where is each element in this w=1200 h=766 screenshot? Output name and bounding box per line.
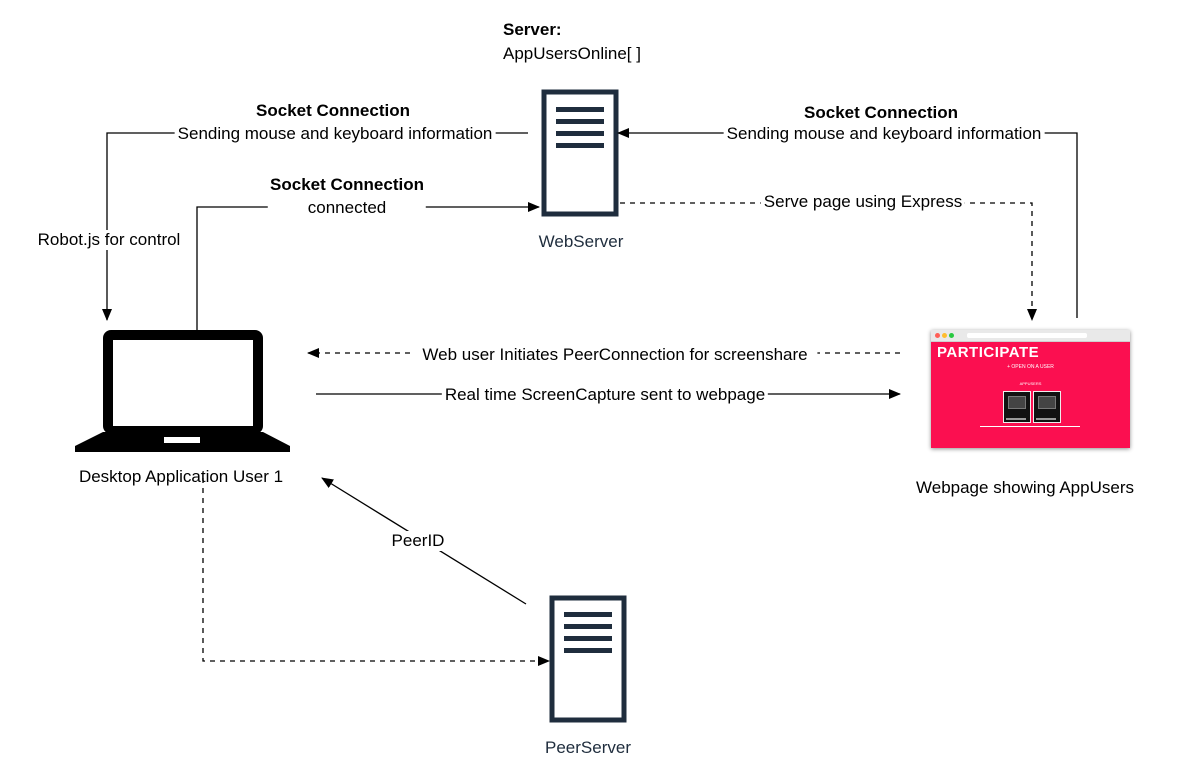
webserver-label: WebServer	[538, 232, 624, 251]
express-label: Serve page using Express	[760, 192, 966, 212]
connected-socket-desc: connected	[267, 198, 427, 218]
close-dot-icon	[935, 333, 940, 338]
laptop-icon	[75, 330, 290, 452]
webpage-label: Webpage showing AppUsers	[916, 478, 1134, 497]
screen-thumbnail	[1038, 396, 1056, 409]
tile-caption	[1036, 418, 1056, 420]
webpage-small-text: APPUSERS	[1019, 381, 1042, 386]
edge-left-socket	[102, 132, 528, 321]
edge-right-socket	[617, 128, 1078, 318]
webpage-subheading: + OPEN ON A USER	[1007, 364, 1054, 370]
screen-thumbnail	[1008, 396, 1026, 409]
server-subtitle: AppUsersOnline[ ]	[503, 44, 641, 63]
maximize-dot-icon	[949, 333, 954, 338]
minimize-dot-icon	[942, 333, 947, 338]
robot-label: Robot.js for control	[34, 230, 184, 250]
left-socket-desc: Sending mouse and keyboard information	[174, 124, 496, 144]
connected-socket-title: Socket Connection	[270, 175, 424, 194]
screencapture-label: Real time ScreenCapture sent to webpage	[441, 385, 769, 405]
appuser-tile	[1033, 391, 1061, 423]
peerserver-icon	[549, 595, 627, 723]
tile-caption	[1006, 418, 1026, 420]
desktop-label: Desktop Application User 1	[78, 467, 284, 486]
right-socket-title: Socket Connection	[804, 103, 958, 122]
edge-connected	[196, 202, 540, 330]
left-socket-title: Socket Connection	[256, 101, 410, 120]
right-socket-desc: Sending mouse and keyboard information	[723, 124, 1045, 144]
edge-express	[620, 202, 1037, 321]
peerserver-label: PeerServer	[545, 738, 631, 757]
address-bar	[967, 333, 1087, 338]
server-title: Server:	[503, 20, 562, 39]
webserver-icon	[541, 89, 619, 217]
browser-chrome	[931, 330, 1130, 342]
peer-initiate-label: Web user Initiates PeerConnection for sc…	[412, 345, 818, 365]
webpage-screenshot: PARTICIPATE + OPEN ON A USER APPUSERS	[931, 330, 1130, 448]
peerid-label: PeerID	[388, 531, 448, 551]
webpage-heading: PARTICIPATE	[937, 344, 1040, 361]
appuser-tile	[1003, 391, 1031, 423]
edge-desktop-peerserver	[202, 478, 550, 666]
divider	[980, 426, 1080, 427]
